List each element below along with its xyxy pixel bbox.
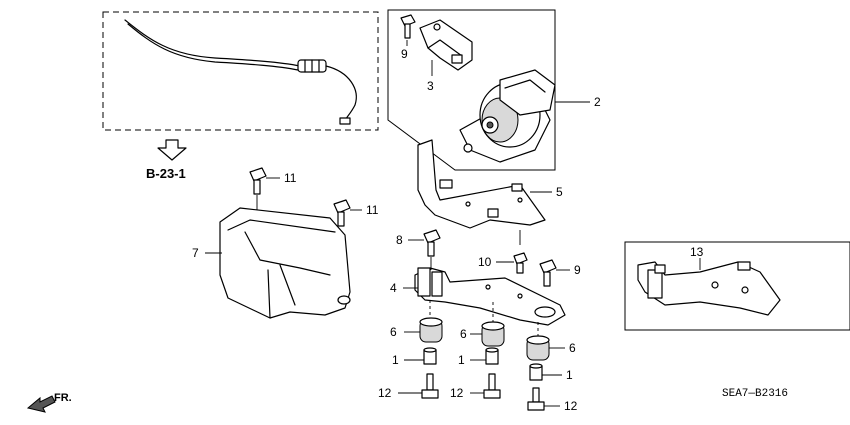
cable-dashed-frame (102, 11, 379, 131)
callout-6-center: 6 (460, 327, 467, 341)
callout-12-center: 12 (450, 386, 464, 400)
bolt-11-upper (249, 167, 267, 195)
reference-label: B-23-1 (146, 166, 186, 181)
callout-1-left: 1 (392, 353, 399, 367)
collar-1-center (485, 347, 499, 365)
mount-6-right (526, 335, 550, 361)
bolt-12-center (483, 373, 501, 399)
front-label: FR. (54, 392, 72, 404)
callout-6-left: 6 (390, 325, 397, 339)
callout-9-right: 9 (574, 263, 581, 277)
mount-6-center (481, 321, 505, 347)
bracket-3 (419, 19, 473, 71)
bolt-9-right (539, 259, 557, 287)
callout-5: 5 (556, 185, 563, 199)
bolt-12-left (421, 373, 439, 399)
bolt-11-lower (333, 199, 351, 227)
bolt-12-right (527, 387, 545, 411)
callout-1-center: 1 (458, 353, 465, 367)
bolt-10 (513, 252, 528, 274)
diagram-code: SEA7—B2316 (722, 388, 788, 400)
callout-10: 10 (478, 255, 492, 269)
reference-arrow (157, 139, 187, 161)
bracket-5 (417, 139, 546, 229)
bracket-13-frame (624, 241, 850, 331)
bolt-9-left (423, 229, 441, 257)
bracket-4 (414, 267, 566, 326)
bracket-13 (637, 261, 781, 316)
cover-7 (219, 207, 351, 319)
actuator-frame (387, 9, 556, 171)
callout-13: 13 (690, 245, 704, 259)
callout-12-right: 12 (564, 399, 578, 413)
callout-9-left: 8 (396, 233, 403, 247)
callout-6-right: 6 (569, 341, 576, 355)
collar-1-left (423, 347, 437, 365)
callout-11-lower: 11 (366, 203, 379, 217)
callout-11-upper: 11 (284, 171, 297, 185)
callout-7: 7 (192, 246, 199, 260)
bolt-8 (400, 14, 416, 39)
collar-1-right (529, 363, 543, 381)
mount-6-left (419, 317, 443, 343)
callout-1-right: 1 (566, 368, 573, 382)
front-arrow-icon (26, 395, 56, 413)
callout-4: 4 (390, 281, 397, 295)
actuator-unit (459, 69, 556, 163)
callout-8: 9 (401, 47, 408, 61)
callout-3: 3 (427, 79, 434, 93)
callout-12-left: 12 (378, 386, 392, 400)
callout-2: 2 (594, 95, 601, 109)
throttle-cable (124, 19, 357, 125)
